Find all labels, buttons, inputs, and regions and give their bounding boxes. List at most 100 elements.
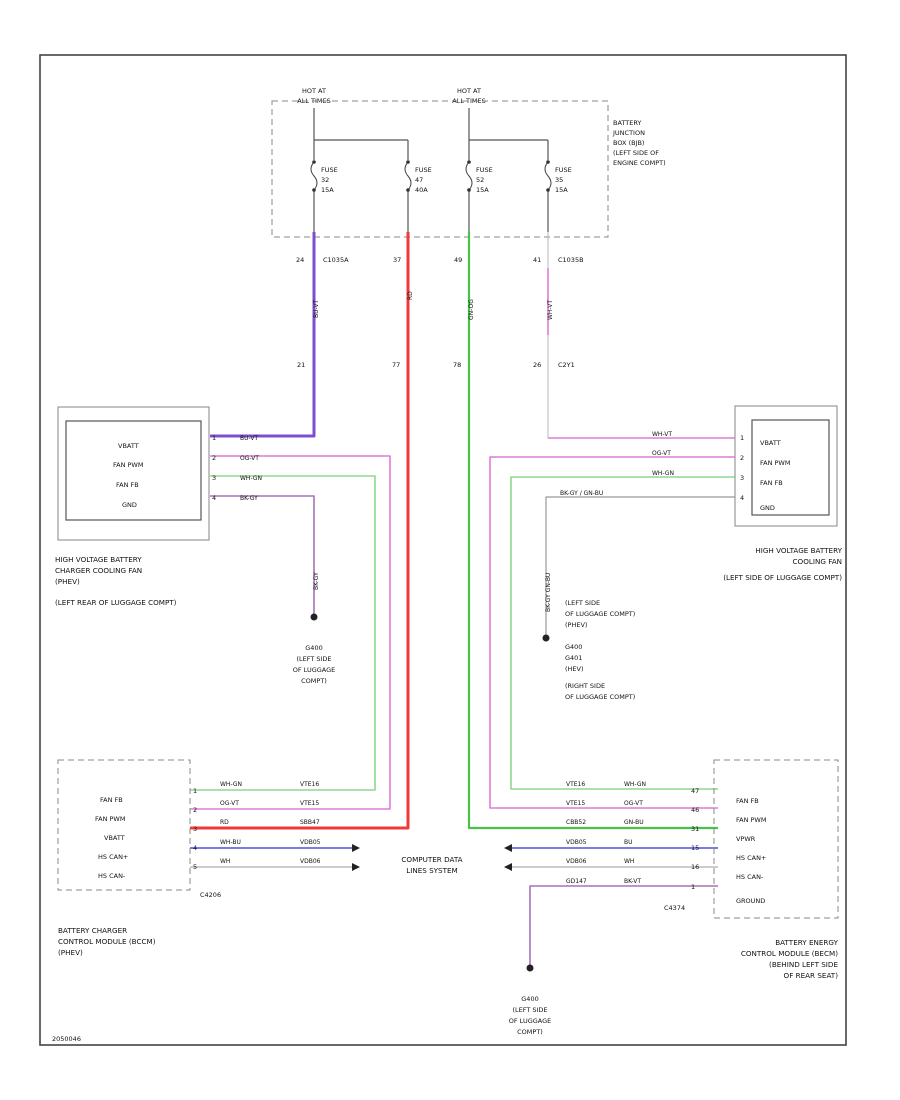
arrow-left-can-lo bbox=[352, 863, 360, 871]
left-fan-pin-fb: FAN FB bbox=[116, 481, 139, 489]
right-fan-pinnum-2: 2 bbox=[740, 454, 744, 462]
left-fan-label: HIGH VOLTAGE BATTERY bbox=[55, 555, 142, 564]
c4206-label: C4206 bbox=[200, 891, 221, 899]
fuse-4-num: 35 bbox=[555, 176, 563, 184]
left-fan-label-3: (PHEV) bbox=[55, 577, 80, 586]
becm-pin-vpwr: VPWR bbox=[736, 835, 756, 843]
becm-module: FAN FB FAN PWM VPWR HS CAN+ HS CAN- GROU… bbox=[566, 759, 839, 919]
fuse-2-num: 47 bbox=[415, 176, 423, 184]
right-fan-wire-2: OG-VT bbox=[652, 450, 671, 457]
fuse-4: FUSE 35 15A bbox=[544, 160, 572, 194]
fuse-1-num: 32 bbox=[321, 176, 329, 184]
wire-left-fan-fb bbox=[190, 475, 376, 791]
becm-wire-1: WH-GN bbox=[624, 781, 646, 788]
bjb-label: BATTERY bbox=[613, 119, 641, 127]
wire-right-fan-fb bbox=[510, 476, 735, 790]
left-fan-pin-pwm: FAN PWM bbox=[113, 461, 143, 469]
bccm-wire-2: OG-VT bbox=[220, 800, 239, 807]
becm-pinnum-6: 1 bbox=[691, 883, 695, 891]
fuse-3-num: 52 bbox=[476, 176, 484, 184]
wire-label-bk-gy-gn-bu: BK-GY GN-BU bbox=[545, 573, 552, 612]
right-fan-pin-pwm: FAN PWM bbox=[760, 459, 790, 467]
pin-41: 41 bbox=[533, 256, 541, 264]
left-fan-wire-1: BU-VT bbox=[240, 435, 258, 442]
left-fan-wire-3: WH-GN bbox=[240, 475, 262, 482]
becm-pin-ground: GROUND bbox=[736, 897, 765, 905]
right-fan-label-2: COOLING FAN bbox=[793, 557, 842, 566]
left-fan-wire-4: BK-GY bbox=[240, 495, 258, 502]
bccm-circuit-4: VDB05 bbox=[300, 839, 321, 846]
bccm-label: BATTERY CHARGER bbox=[58, 926, 127, 935]
left-fan-pinnum-2: 2 bbox=[212, 454, 216, 462]
bjb-label-5: ENGINE COMPT) bbox=[613, 159, 666, 167]
left-cooling-fan: VBATT FAN PWM FAN FB GND 1 2 3 4 BU-VT O… bbox=[57, 406, 262, 541]
becm-pin-fan-pwm: FAN PWM bbox=[736, 816, 766, 824]
bccm-pin-vbatt: VBATT bbox=[104, 834, 125, 842]
becm-circuit-1: VTE16 bbox=[566, 781, 585, 788]
becm-circuit-5: VDB06 bbox=[566, 858, 587, 865]
right-fan-pin-fb: FAN FB bbox=[760, 479, 783, 487]
right-fan-pinnum-1: 1 bbox=[740, 434, 744, 442]
right-fan-wire-1: WH-VT bbox=[652, 431, 672, 438]
bccm-circuit-5: VDB06 bbox=[300, 858, 321, 865]
wire-gn-og bbox=[467, 232, 718, 830]
left-fan-wire-2: OG-VT bbox=[240, 455, 259, 462]
bccm-label-3: (PHEV) bbox=[58, 948, 83, 957]
hot-at-label-right-2: ALL TIMES bbox=[452, 97, 485, 105]
pin-78: 78 bbox=[453, 361, 461, 369]
bjb-label-4: (LEFT SIDE OF bbox=[613, 149, 659, 157]
wire-becm-ground bbox=[529, 885, 718, 966]
bccm-pinnum-2: 2 bbox=[193, 806, 197, 814]
becm-wire-3: GN-BU bbox=[624, 819, 644, 826]
becm-wire-6: BK-VT bbox=[624, 878, 641, 885]
computer-data-lines-label-2: LINES SYSTEM bbox=[406, 866, 458, 875]
hot-at-label-left: HOT AT bbox=[302, 87, 326, 95]
bccm-wire-5: WH bbox=[220, 858, 230, 865]
computer-data-lines-label: COMPUTER DATA bbox=[401, 855, 462, 864]
left-fan-pin-gnd: GND bbox=[122, 501, 137, 509]
bccm-circuit-2: VTE15 bbox=[300, 800, 319, 807]
fuse-3: FUSE 52 15A bbox=[465, 160, 493, 194]
bccm-pinnum-4: 4 bbox=[193, 844, 197, 852]
right-fan-pinnum-3: 3 bbox=[740, 474, 744, 482]
hot-at-label-right: HOT AT bbox=[457, 87, 481, 95]
pin-21: 21 bbox=[297, 361, 305, 369]
can-arrows bbox=[352, 844, 512, 871]
bccm-wire-1: WH-GN bbox=[220, 781, 242, 788]
bccm-wire-3: RD bbox=[220, 819, 229, 826]
wire-left-fan-gnd bbox=[210, 495, 315, 614]
fuse-3-name: FUSE bbox=[476, 166, 493, 174]
bccm-module: FAN FB FAN PWM VBATT HS CAN+ HS CAN- 1 2… bbox=[57, 759, 321, 891]
left-fan-pin-vbatt: VBATT bbox=[118, 442, 139, 450]
c2y1-label: C2Y1 bbox=[558, 361, 575, 369]
wire-label-bu-vt: BU-VT bbox=[313, 300, 320, 318]
bccm-pinnum-1: 1 bbox=[193, 787, 197, 795]
left-fan-label-2: CHARGER COOLING FAN bbox=[55, 566, 142, 575]
bccm-pin-fan-fb: FAN FB bbox=[100, 796, 123, 804]
pin-77: 77 bbox=[392, 361, 400, 369]
pin-24: 24 bbox=[296, 256, 304, 264]
bccm-pin-fan-pwm: FAN PWM bbox=[95, 815, 125, 823]
becm-pinnum-2: 46 bbox=[691, 806, 699, 814]
wire-label-wh-vt: WH-VT bbox=[547, 300, 554, 320]
right-fan-label: HIGH VOLTAGE BATTERY bbox=[755, 546, 842, 555]
becm-wire-4: BU bbox=[624, 839, 633, 846]
fuse-1-amp: 15A bbox=[321, 186, 334, 194]
ground-right-label-6: (HEV) bbox=[565, 665, 584, 673]
bccm-label-2: CONTROL MODULE (BCCM) bbox=[58, 937, 156, 946]
footer-code: 2050046 bbox=[52, 1035, 81, 1043]
right-fan-label-3: (LEFT SIDE OF LUGGAGE COMPT) bbox=[723, 573, 842, 582]
c1035b-label: C1035B bbox=[558, 256, 584, 264]
right-fan-pin-vbatt: VBATT bbox=[760, 439, 781, 447]
wire-label-bk-gy: BK-GY bbox=[313, 572, 320, 590]
bccm-pinnum-3: 3 bbox=[193, 825, 197, 833]
bccm-pinnum-5: 5 bbox=[193, 863, 197, 871]
becm-pin-can-hi: HS CAN+ bbox=[736, 854, 766, 862]
fuse-2-amp: 40A bbox=[415, 186, 428, 194]
right-cooling-fan: VBATT FAN PWM FAN FB GND 1 2 3 4 WH-VT O… bbox=[560, 405, 838, 527]
becm-label-2: CONTROL MODULE (BECM) bbox=[741, 949, 838, 958]
becm-pin-can-lo: HS CAN- bbox=[736, 873, 764, 881]
becm-pinnum-4: 15 bbox=[691, 844, 699, 852]
arrow-right-can-lo bbox=[504, 863, 512, 871]
